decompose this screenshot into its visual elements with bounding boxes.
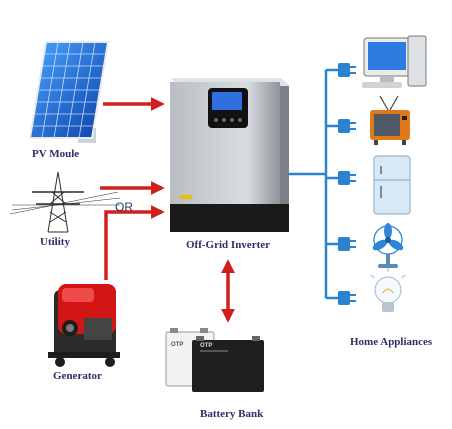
generator-label: Generator [53, 370, 102, 382]
computer-icon [362, 35, 427, 88]
utility-label: Utility [40, 236, 70, 248]
battery-icon [165, 328, 264, 392]
battery-label: Battery Bank [200, 408, 264, 420]
inverter-icon [170, 78, 290, 232]
plug-icon [338, 63, 356, 305]
battery-brand-back: OTP [171, 342, 183, 348]
solar-panel-icon [28, 41, 110, 143]
tv-icon [370, 95, 410, 145]
bulb-icon [370, 268, 406, 312]
inverter-label: Off-Grid Inverter [186, 239, 270, 251]
fan-icon [372, 223, 404, 268]
power-tower-icon [9, 171, 121, 233]
appliances-label: Home Appliances [350, 336, 433, 348]
battery-brand-front: OTP [200, 343, 212, 349]
fridge-icon [373, 155, 411, 215]
output-bus [289, 68, 340, 300]
or-label: OR [115, 200, 133, 214]
pv-label: PV Moule [32, 148, 80, 160]
input-connections [100, 97, 235, 323]
generator-icon [48, 284, 120, 367]
